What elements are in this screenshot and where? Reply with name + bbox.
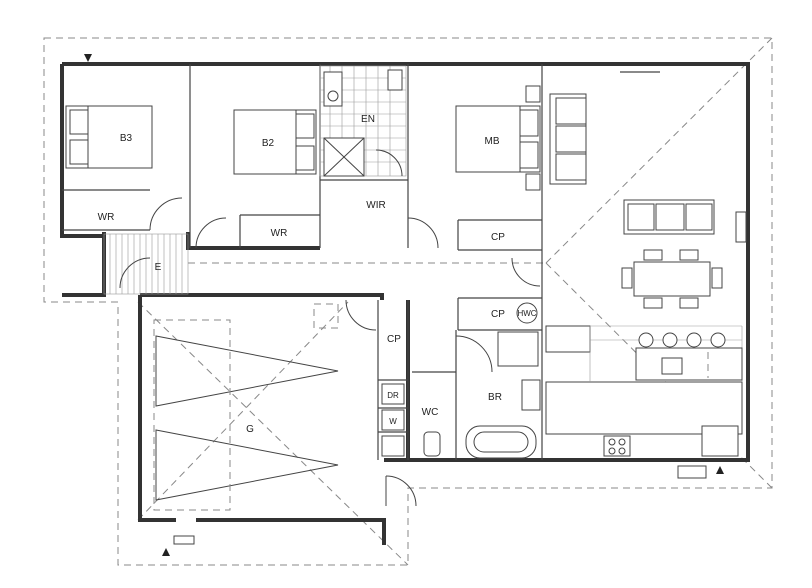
bathroom-fixtures (381, 302, 541, 459)
entry-tiles (103, 233, 189, 295)
dining-table (621, 249, 723, 309)
ensuite-tiles (319, 65, 407, 177)
room-label-hwc: HWC (517, 309, 536, 318)
door-swings (119, 149, 541, 507)
room-label-cp-hall: CP (491, 232, 505, 243)
room-label-wc: WC (422, 407, 439, 418)
bed-mb (455, 85, 541, 191)
room-label-wr-b2: WR (271, 228, 288, 239)
room-label-cp-hwc: CP (491, 309, 505, 320)
room-label-cp-garage: CP (387, 334, 401, 345)
room-label-bathroom: BR (488, 392, 502, 403)
interior-walls (62, 64, 543, 460)
room-label-b3: B3 (120, 133, 133, 144)
room-label-b2: B2 (262, 138, 275, 149)
sofa-vertical (549, 93, 587, 185)
bed-b3 (65, 105, 153, 169)
markers (84, 54, 747, 556)
room-label-wr-b3: WR (98, 212, 115, 223)
room-label-dryer: DR (387, 391, 399, 400)
room-label-mb: MB (485, 136, 500, 147)
room-label-en: EN (361, 114, 375, 125)
garage-car-markers (153, 303, 339, 511)
room-label-wir: WIR (366, 200, 385, 211)
bed-b2 (233, 109, 317, 175)
kitchen (545, 325, 743, 457)
sofa-horizontal (623, 199, 715, 235)
room-label-entry: E (155, 262, 162, 273)
room-label-washer: W (389, 417, 397, 426)
room-label-garage: G (246, 424, 254, 435)
